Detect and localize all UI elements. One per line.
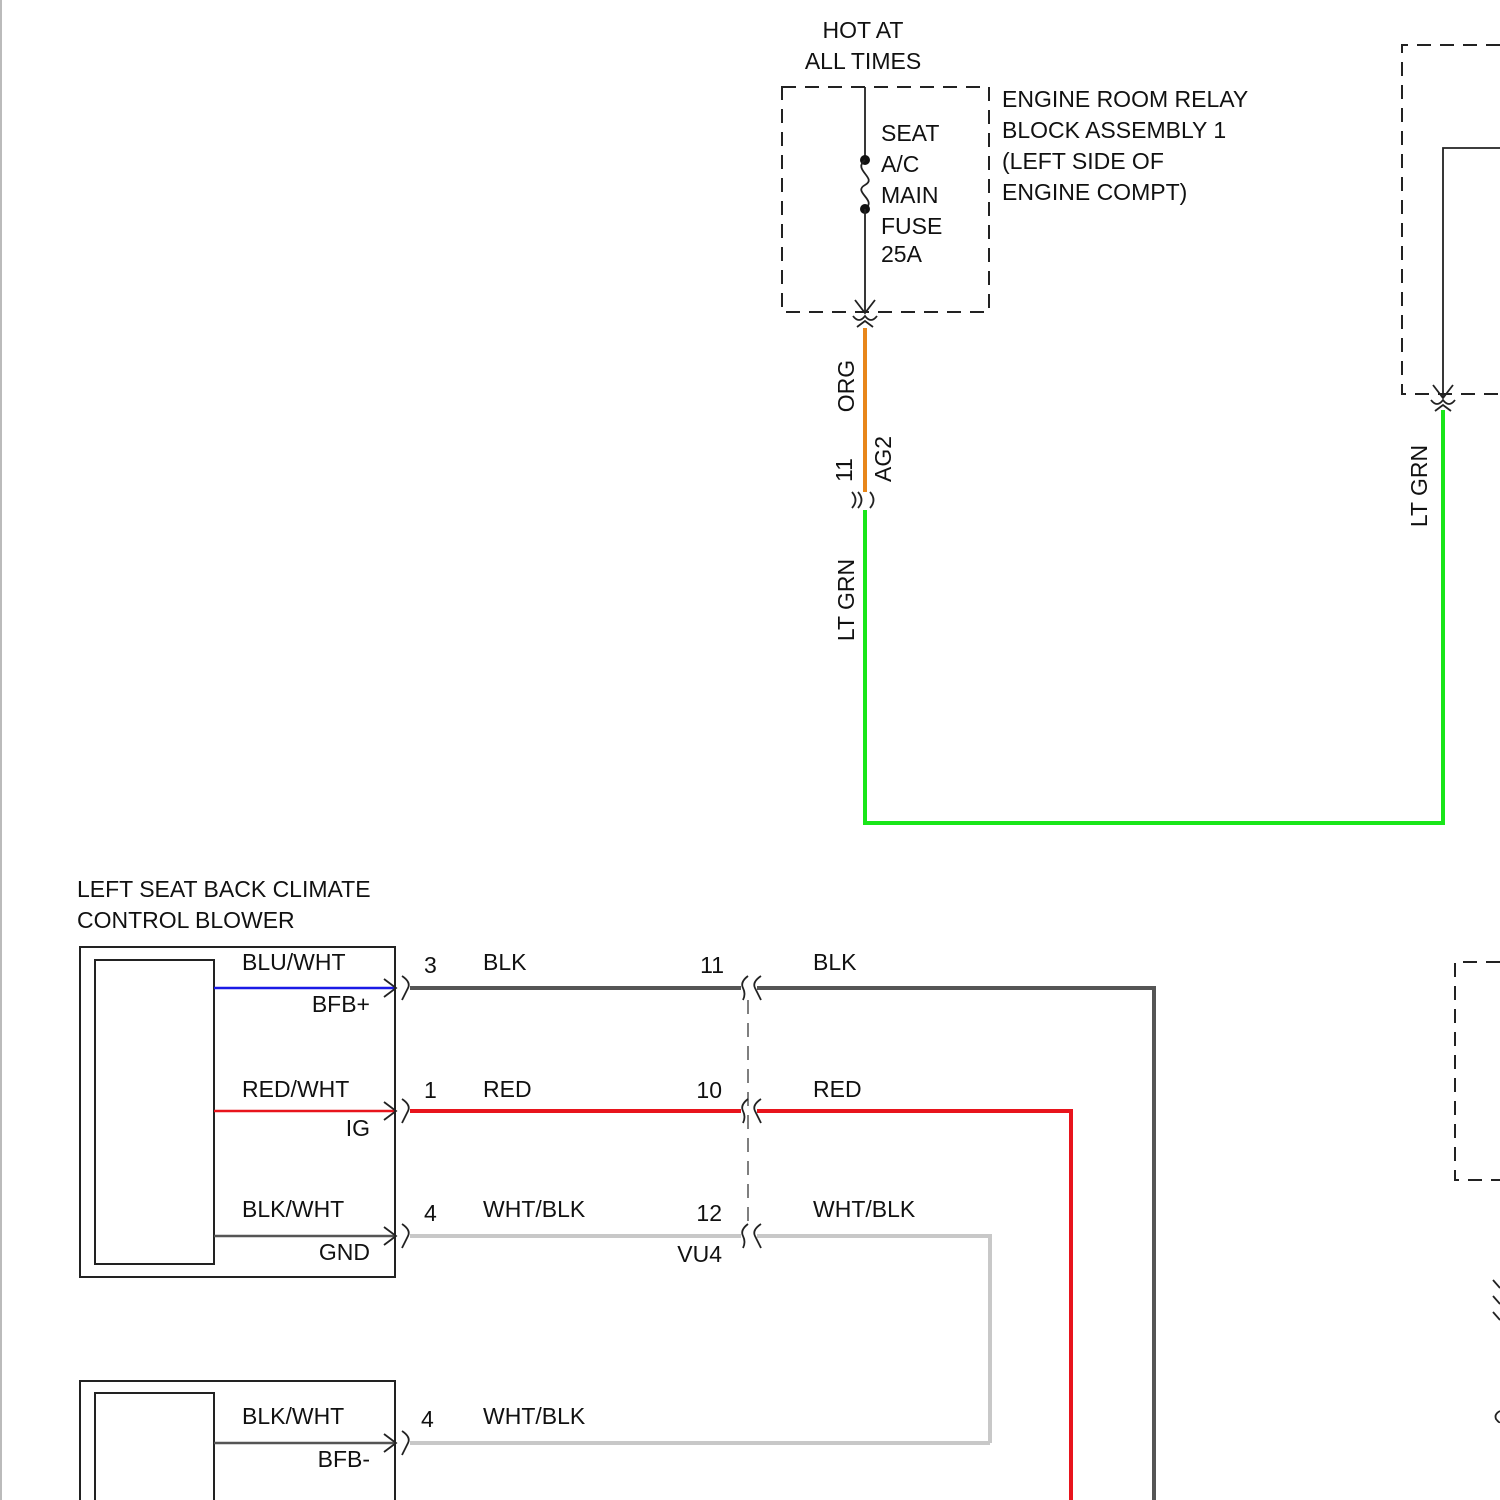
fuse-label-4: FUSE [881,213,942,239]
connector-icon [870,492,874,508]
connector-icon [1431,400,1455,404]
blower-title-2: CONTROL BLOWER [77,907,295,933]
junction-pin: 10 [696,1077,722,1103]
fuse-label-3: MAIN [881,182,939,208]
relay-block-label-4: ENGINE COMPT) [1002,179,1187,205]
connector-pin-label: 11 [831,458,857,482]
hot-at-label: HOT AT [823,17,904,43]
wire-color-label: BLK [813,949,857,975]
cutoff-text-fragment [1493,1280,1500,1320]
connector-icon [742,976,748,1000]
wire-lt-grn-label: LT GRN [833,559,859,641]
right-feed-section: LT GRN [1402,45,1500,527]
wire-color-label: RED [813,1076,862,1102]
all-times-label: ALL TIMES [805,48,921,74]
terminal-wire-label: BLK/WHT [242,1196,344,1222]
cutoff-text-fragment [1496,1411,1500,1422]
pin-number: 4 [421,1406,434,1432]
wire-org-label: ORG [833,360,859,412]
connector-icon [742,1224,748,1248]
relay-block-label-2: BLOCK ASSEMBLY 1 [1002,117,1226,143]
connector-icon [402,1224,409,1248]
lower-component-outline [80,1381,395,1500]
right-lower-block-outline [1455,962,1500,1180]
connector-icon [402,976,409,1000]
blower-title-1: LEFT SEAT BACK CLIMATE [77,876,371,902]
relay-block-label-3: (LEFT SIDE OF [1002,148,1164,174]
right-edge-partials [1455,962,1500,1422]
terminal-wire-label: BLK/WHT [242,1403,344,1429]
fuse-label-1: SEAT [881,120,939,146]
terminal-name-label: BFB+ [312,991,370,1017]
connector-id-label: AG2 [870,436,896,482]
fuse-label-2: A/C [881,151,919,177]
connector-icon [402,1099,409,1123]
wire-lt-grn [865,410,1443,823]
wire-blk-after [757,988,1154,1500]
terminal-name-label: GND [319,1239,370,1265]
wire-color-label: WHT/BLK [813,1196,916,1222]
junction-pin: 11 [700,952,724,978]
junction-id: VU4 [677,1241,722,1267]
terminal-wire-label: BLU/WHT [242,949,346,975]
fuse-element-icon [861,160,869,209]
blower-section: LEFT SEAT BACK CLIMATE CONTROL BLOWER BL… [77,876,1154,1500]
wire-color-label: WHT/BLK [483,1403,586,1429]
fuse-supply-section: HOT AT ALL TIMES SEAT A/C MAIN FUSE 25A … [782,17,1443,823]
right-wire-lt-grn-label: LT GRN [1406,445,1432,527]
pin-number: 1 [424,1077,437,1103]
connector-icon [858,492,862,508]
wire-color-label: BLK [483,949,527,975]
connector-icon [857,321,873,327]
terminal-wire-label: RED/WHT [242,1076,349,1102]
pin-number: 4 [424,1200,437,1226]
pin-number: 3 [424,952,437,978]
wire-color-label: WHT/BLK [483,1196,586,1222]
terminal-name-label: BFB- [318,1446,370,1472]
connector-icon [742,1099,748,1123]
relay-block-label-1: ENGINE ROOM RELAY [1002,86,1248,112]
wire-color-label: RED [483,1076,532,1102]
connector-icon [402,1431,409,1455]
lower-component-section: BLK/WHT BFB- 4 WHT/BLK [80,1381,990,1500]
fuse-label-5: 25A [881,241,923,267]
connector-icon [852,492,856,508]
connector-icon [853,316,877,320]
lower-component-inner-box [95,1393,214,1500]
right-feed-line [1443,148,1500,398]
junction-pin: 12 [696,1200,722,1226]
blower-motor-box [95,960,214,1264]
wire-wht-blk-after [757,1236,990,1443]
right-block-outline [1402,45,1500,394]
terminal-name-label: IG [346,1115,370,1141]
